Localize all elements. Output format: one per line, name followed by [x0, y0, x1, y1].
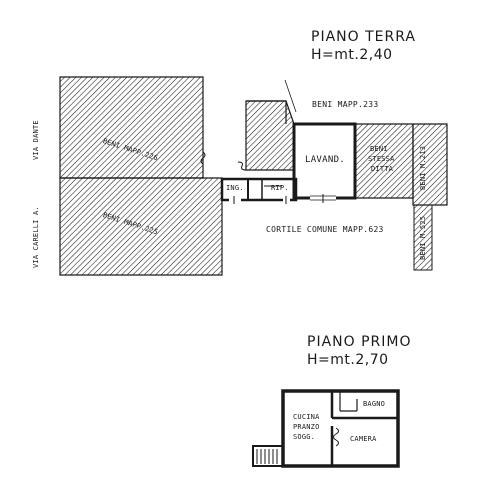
label-cucina: CUCINA	[293, 413, 320, 421]
ground-floor-title: PIANO TERRA	[311, 29, 416, 45]
block-mapp-225	[59, 177, 223, 276]
stair-treads	[256, 449, 278, 464]
label-beni-stessa-1: BENI	[370, 145, 388, 153]
block-mapp-233-left	[245, 100, 295, 171]
first-floor-walls	[252, 389, 400, 468]
label-beni-stessa-3: DITTA	[371, 165, 394, 173]
label-beni-m525: BENI M.525	[419, 215, 427, 260]
label-ripostiglio: RIP.	[271, 184, 289, 192]
ground-floor-height: H=mt.2,40	[311, 47, 393, 63]
label-beni-m213: BENI M.213	[419, 145, 427, 190]
label-cortile-comune: CORTILE COMUNE MAPP.623	[266, 225, 384, 234]
label-pranzo: PRANZO	[293, 423, 320, 431]
label-beni-mapp-233: BENI MAPP.233	[312, 100, 379, 109]
label-lavanderia: LAVAND.	[305, 155, 346, 165]
label-via-carelli: VIA CARELLI A.	[32, 206, 40, 268]
label-bagno: BAGNO	[363, 400, 386, 408]
label-ingresso: ING.	[226, 184, 244, 192]
first-floor-title: PIANO PRIMO	[307, 334, 412, 350]
label-via-dante: VIA DANTE	[32, 120, 40, 160]
label-beni-stessa-2: STESSA	[368, 155, 395, 163]
ground-floor-walls	[200, 79, 448, 270]
block-mapp-226	[59, 76, 204, 179]
label-camera: CAMERA	[350, 435, 377, 443]
label-soggiorno: SOGG.	[293, 433, 316, 441]
first-floor-height: H=mt.2,70	[307, 352, 389, 368]
